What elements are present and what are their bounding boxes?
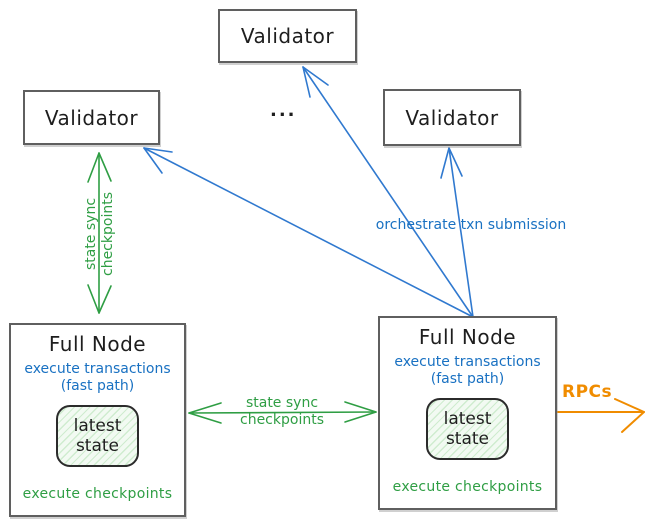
orchestrate-txn-submission-label: orchestrate txn submission	[375, 217, 567, 233]
validator-label: Validator	[405, 105, 499, 130]
rpcs-arrow	[556, 398, 645, 433]
latest-state-box: latest state	[426, 398, 509, 460]
full-node-box-right: Full Node execute transactions (fast pat…	[378, 316, 557, 510]
latest-state-label: latest state	[73, 416, 122, 456]
validators-ellipsis: ...	[270, 100, 297, 121]
full-node-box-left: Full Node execute transactions (fast pat…	[9, 323, 186, 517]
state-sync-vertical-arrow	[87, 152, 112, 314]
full-node-title: Full Node	[48, 332, 147, 356]
state-sync-horizontal-arrow	[188, 401, 377, 424]
txn-arrow-to-top-validator	[302, 66, 474, 318]
validator-box-top: Validator	[218, 9, 357, 63]
execute-transactions-label: execute transactions (fast path)	[394, 354, 541, 387]
validator-label: Validator	[44, 105, 139, 130]
latest-state-label: latest state	[443, 409, 492, 449]
execute-checkpoints-label: execute checkpoints	[392, 479, 543, 495]
execute-checkpoints-label: execute checkpoints	[22, 486, 173, 502]
full-node-title: Full Node	[418, 325, 517, 349]
validator-box-right: Validator	[383, 89, 521, 146]
txn-arrow-to-left-validator	[143, 147, 474, 318]
rpcs-label: RPCs	[562, 382, 613, 402]
validator-label: Validator	[240, 24, 335, 48]
state-sync-horizontal-label: state sync checkpoints	[240, 395, 324, 428]
latest-state-box: latest state	[56, 405, 139, 467]
txn-arrow-to-right-validator	[440, 147, 474, 318]
execute-transactions-label: execute transactions (fast path)	[24, 361, 171, 394]
validator-box-left: Validator	[23, 90, 160, 145]
state-sync-vertical-label: state sync checkpoints	[83, 192, 116, 276]
